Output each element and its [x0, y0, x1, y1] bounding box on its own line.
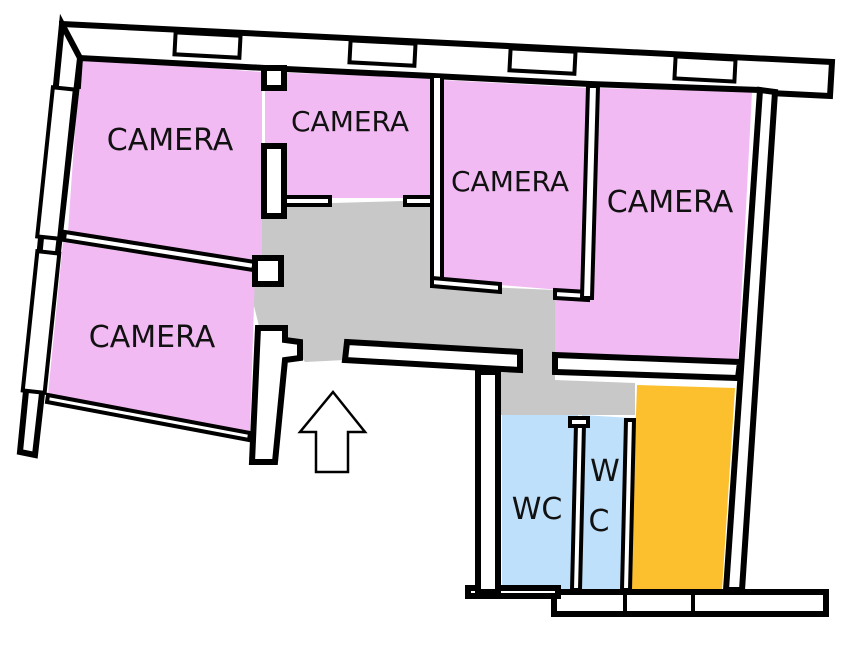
wall-stub-upper — [261, 143, 287, 219]
window-left-2 — [20, 249, 62, 395]
window-left-1 — [35, 85, 77, 241]
bottom-wall-left — [465, 585, 561, 599]
camera-top-left-label: CAMERA — [107, 123, 234, 158]
camera-right-label: CAMERA — [607, 185, 734, 220]
wc-right-label-w: W — [590, 454, 620, 489]
wall-wc-divider — [569, 422, 587, 592]
camera-top-middle-fill — [265, 72, 433, 198]
storage-yellow-fill — [630, 385, 735, 590]
wall-wc-divider-cap — [568, 416, 590, 428]
window-top-2 — [347, 38, 418, 68]
wall-pillar — [252, 255, 284, 287]
camera-top-left-fill — [68, 58, 262, 262]
wc-left-label: WC — [512, 492, 563, 527]
wall-wc-yellow — [619, 418, 637, 592]
camera-bottom-left-fill — [48, 242, 255, 433]
camera-right-fill — [555, 88, 752, 362]
wall-stub-top — [261, 65, 287, 91]
bottom-wall-right — [551, 589, 829, 617]
camera-middle-fill — [440, 80, 590, 292]
wc-left-fill — [502, 415, 578, 590]
wall-mid-divider — [430, 74, 444, 288]
window-top-3 — [507, 46, 578, 76]
camera-middle-label: CAMERA — [451, 165, 569, 198]
wall-right-bottom — [552, 351, 744, 382]
wall-topmid-bottom-1 — [283, 195, 332, 207]
wc-outer-wall — [475, 369, 501, 595]
wall-entrance-left — [248, 325, 303, 465]
window-top-4 — [672, 54, 738, 84]
camera-top-middle-label: CAMERA — [291, 105, 409, 138]
wall-right-divider — [579, 84, 601, 300]
wall-mid-bottom-1 — [430, 275, 502, 295]
wc-right-fill — [578, 415, 632, 590]
wall-bottom-left — [44, 392, 253, 443]
corridor-fill — [250, 200, 635, 415]
wall-corridor-horizontal — [341, 338, 523, 374]
window-top-1 — [172, 30, 243, 60]
camera-bottom-left-label: CAMERA — [89, 320, 216, 355]
up-arrow-icon — [297, 390, 368, 474]
wc-right-label-c: C — [589, 504, 610, 539]
